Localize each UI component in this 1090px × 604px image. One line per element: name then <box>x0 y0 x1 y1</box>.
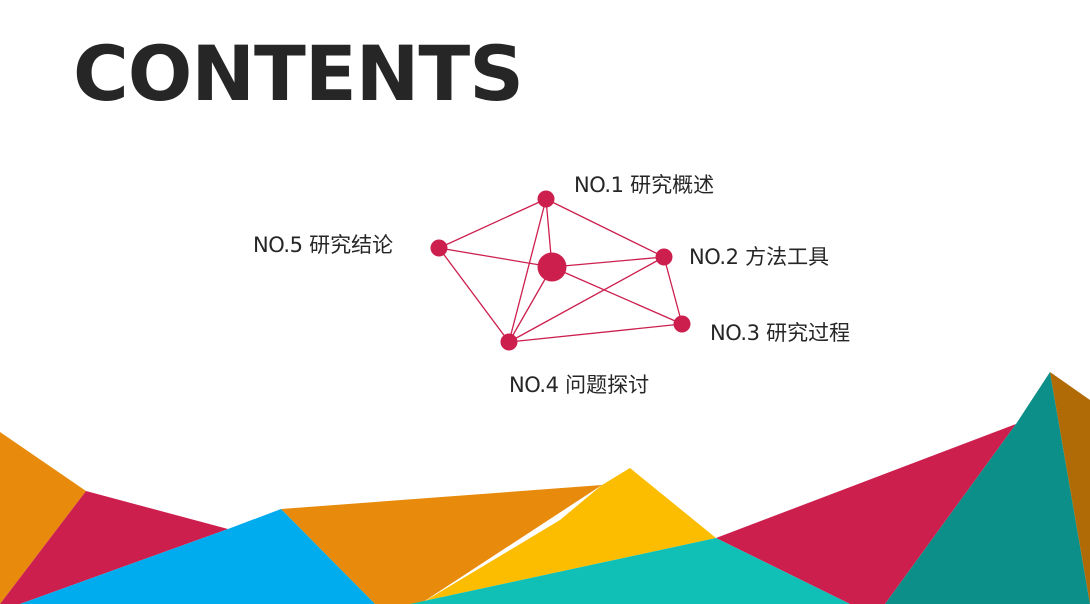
node-4 <box>500 333 518 351</box>
item-label: 方法工具 <box>745 245 830 269</box>
item-number: NO.3 <box>710 321 760 345</box>
contents-item-3[interactable]: NO.3 研究过程 <box>710 323 850 344</box>
item-number: NO.2 <box>689 245 739 269</box>
contents-item-2[interactable]: NO.2 方法工具 <box>689 247 829 268</box>
shape-sky-blue <box>20 509 375 604</box>
node-center <box>537 252 567 282</box>
shape-crimson-left <box>0 491 228 604</box>
shape-orange-left <box>0 432 86 604</box>
item-label: 研究结论 <box>309 233 394 257</box>
item-label: 问题探讨 <box>565 373 650 397</box>
item-number: NO.4 <box>509 373 559 397</box>
shape-crimson-right <box>716 424 1016 604</box>
item-number: NO.5 <box>253 233 303 257</box>
item-label: 研究概述 <box>630 173 715 197</box>
contents-item-5[interactable]: NO.5 研究结论 <box>253 235 393 256</box>
shape-turquoise <box>410 538 850 604</box>
node-1 <box>537 190 555 208</box>
shape-orange-middle <box>281 485 602 604</box>
shape-yellow <box>410 468 716 604</box>
contents-item-1[interactable]: NO.1 研究概述 <box>574 175 714 196</box>
node-5 <box>430 239 448 257</box>
contents-item-4[interactable]: NO.4 问题探讨 <box>509 375 649 396</box>
page-title: CONTENTS <box>73 29 524 118</box>
node-2 <box>655 248 673 266</box>
item-number: NO.1 <box>574 173 624 197</box>
shape-brown <box>1050 372 1090 604</box>
shape-teal <box>885 372 1090 604</box>
item-label: 研究过程 <box>766 321 851 345</box>
node-3 <box>673 315 691 333</box>
